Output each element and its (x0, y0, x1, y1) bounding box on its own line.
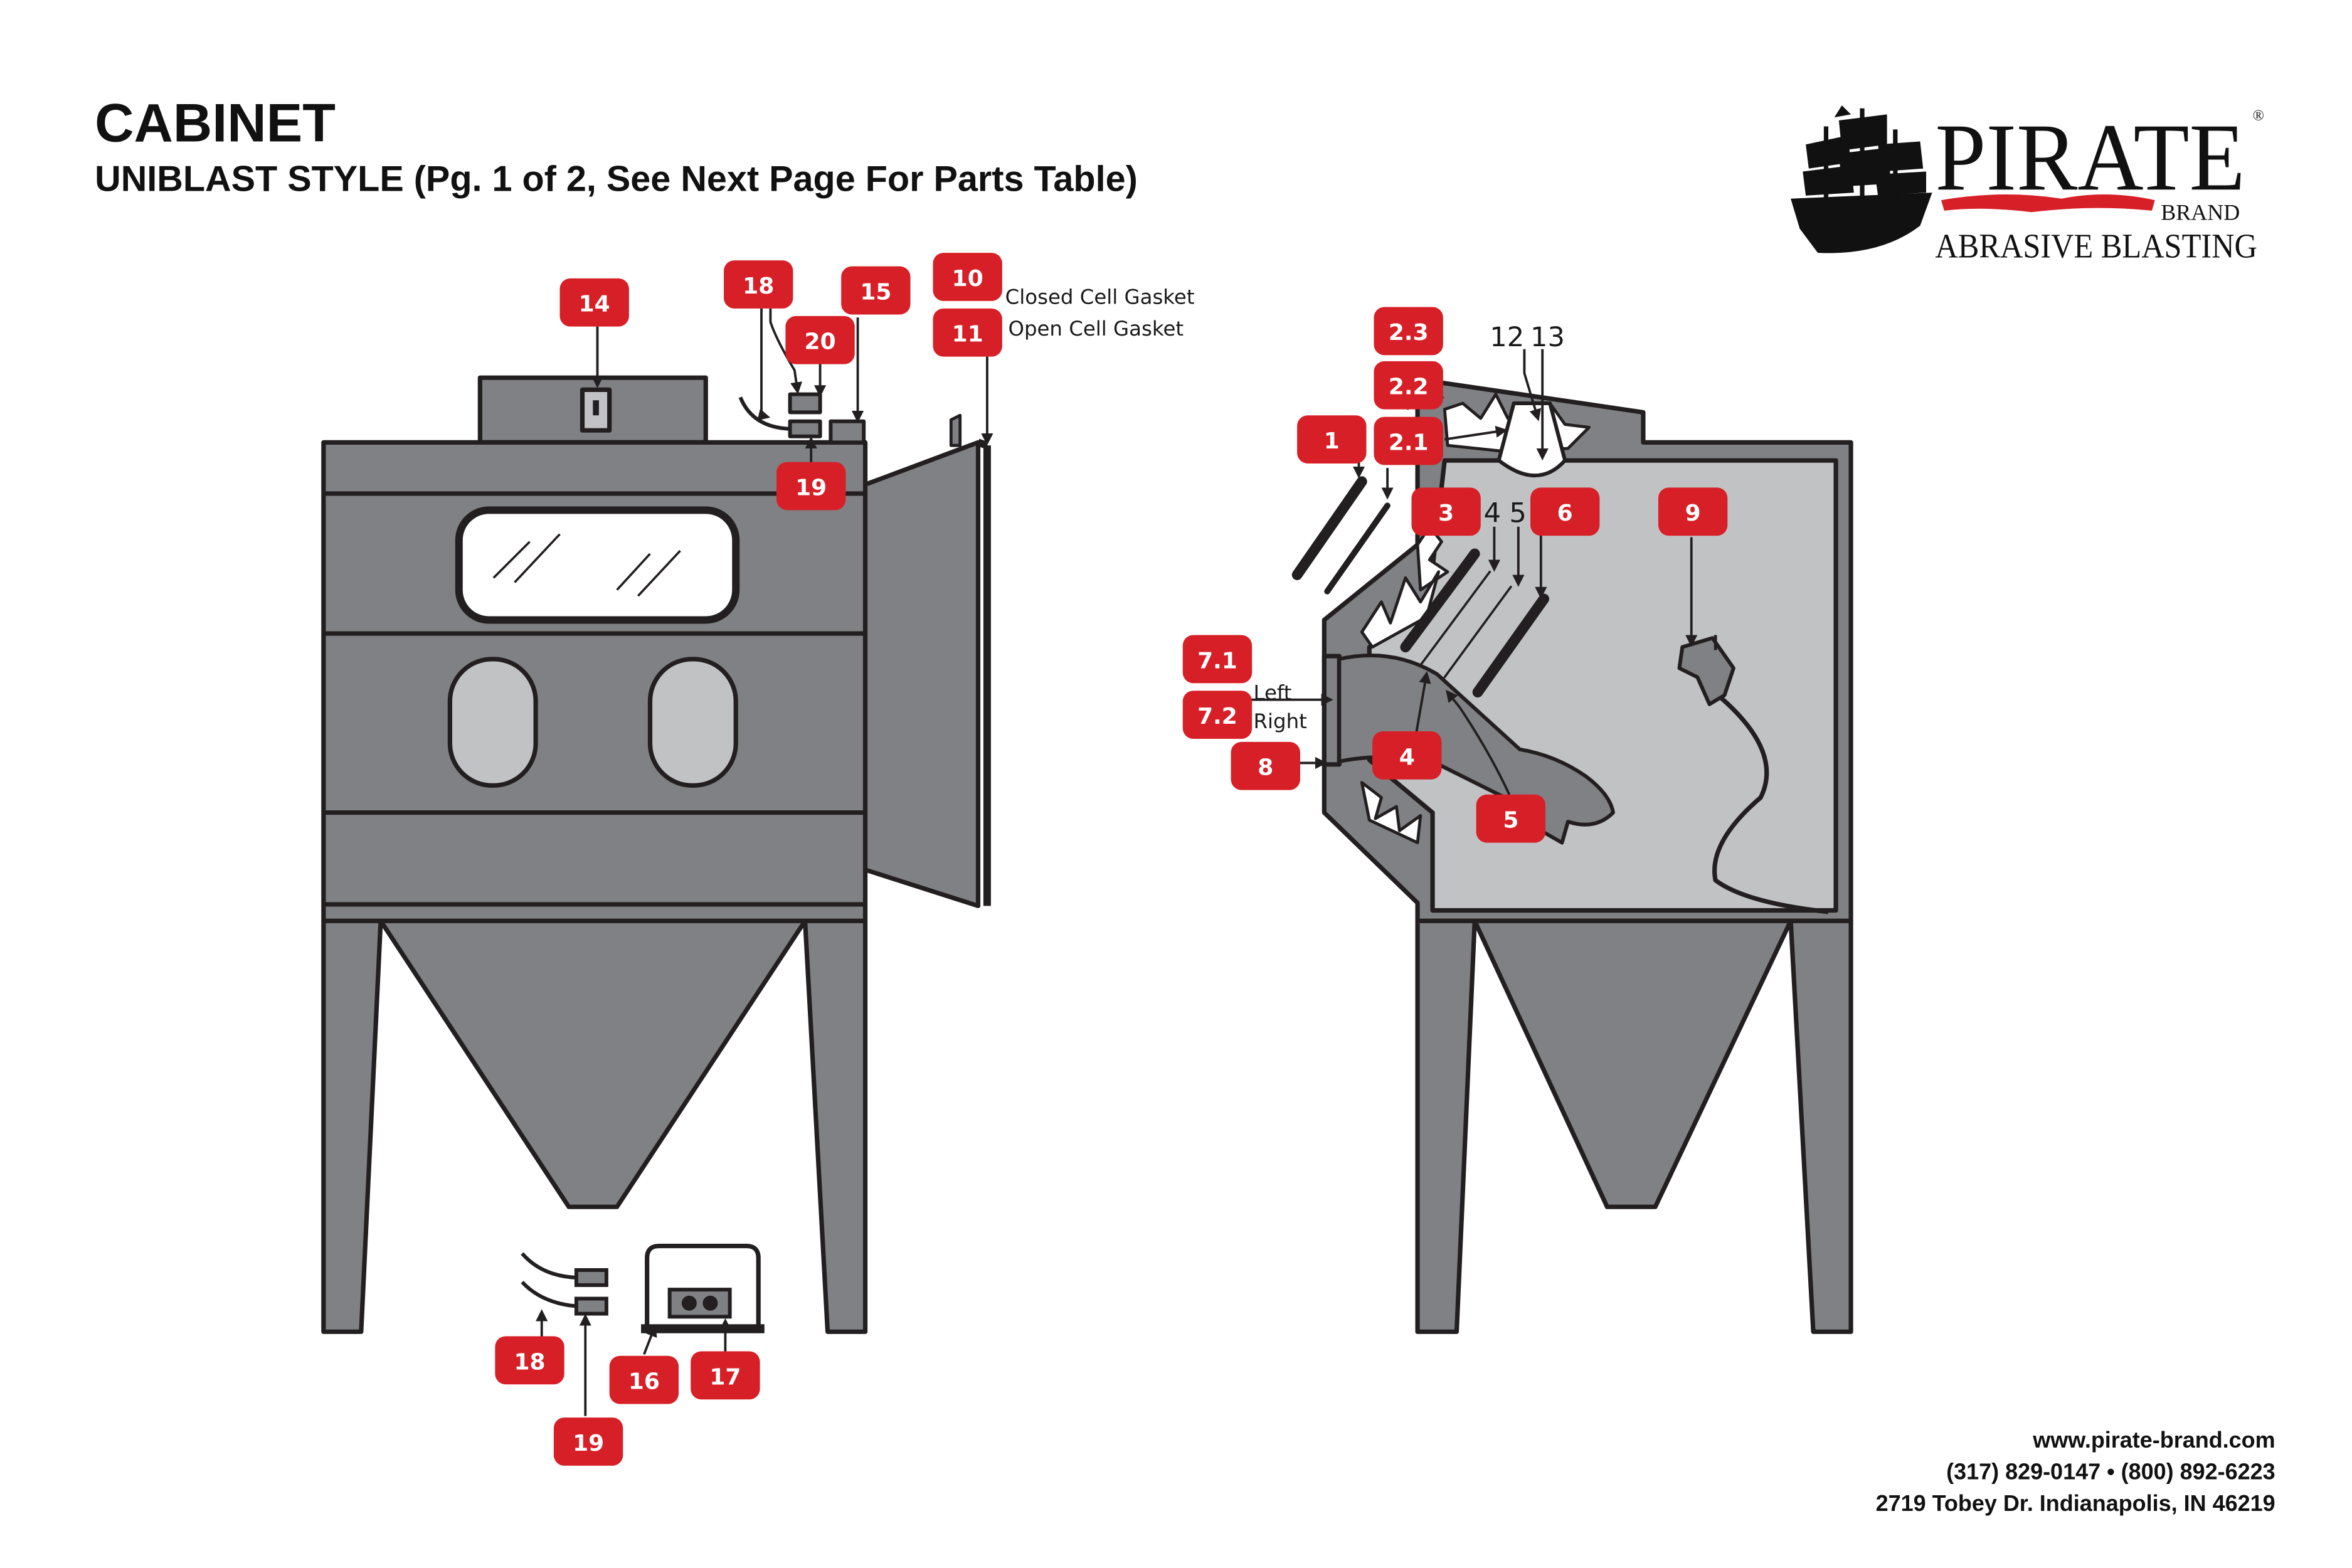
svg-text:15: 15 (860, 279, 891, 305)
view-window (455, 506, 740, 624)
badge-19-bottom: 19 (553, 1417, 623, 1466)
leg-right (802, 918, 868, 1334)
svg-text:9: 9 (1685, 501, 1701, 526)
svg-text:2.3: 2.3 (1389, 320, 1429, 346)
blast-gun-hose (1712, 696, 1829, 914)
svg-text:19: 19 (795, 475, 827, 501)
note-4: 4 (1484, 498, 1501, 529)
note-right: Right (1254, 709, 1307, 733)
badge-7-1: 7.1 (1182, 635, 1253, 684)
note-open-cell-gasket: Open Cell Gasket (1008, 317, 1184, 341)
svg-text:2.2: 2.2 (1389, 374, 1429, 400)
badge-10: 10 (933, 253, 1002, 301)
svg-text:5: 5 (1503, 808, 1518, 834)
badge-19-top: 19 (776, 462, 846, 511)
part-badges: 14 18 20 15 10 11 19 18 16 17 19 2.3 2.2… (495, 253, 1728, 1466)
torn-edge-window (1360, 570, 1441, 649)
side-door (862, 440, 981, 908)
note-5: 5 (1509, 498, 1526, 529)
note-12: 12 (1490, 322, 1524, 353)
badge-2-1: 2.1 (1374, 416, 1443, 465)
note-13: 13 (1530, 322, 1565, 353)
logo-tagline-text: ABRASIVE BLASTING (1935, 226, 2257, 265)
hopper (378, 918, 808, 1209)
svg-text:20: 20 (805, 329, 836, 355)
plug-18 (574, 1268, 608, 1287)
cabinet-front-view (321, 375, 991, 1334)
hopper-cutaway (1472, 918, 1793, 1209)
leader-lines (536, 308, 1698, 1416)
leg-cutaway-left (1415, 918, 1477, 1334)
connector-19 (788, 419, 822, 438)
badge-3: 3 (1411, 487, 1481, 536)
foot-pedal-assembly (521, 1243, 765, 1333)
svg-text:17: 17 (709, 1364, 741, 1390)
svg-text:16: 16 (628, 1369, 660, 1394)
connector-20 (788, 392, 822, 415)
contact-address: 2719 Tobey Dr. Indianapolis, IN 46219 (1876, 1490, 2275, 1516)
contact-block: www.pirate-brand.com (317) 829-0147 • (8… (1876, 1427, 2275, 1516)
logo-brand-text: PIRATE (1935, 104, 2245, 211)
badge-11: 11 (933, 308, 1002, 357)
badge-1: 1 (1297, 415, 1367, 464)
glove-port-left (447, 657, 538, 788)
door-latch (829, 419, 866, 445)
svg-text:8: 8 (1258, 755, 1273, 781)
svg-text:19: 19 (573, 1431, 604, 1456)
svg-text:18: 18 (514, 1349, 545, 1375)
glove-port-right (647, 657, 738, 788)
window-strips (1291, 476, 1550, 698)
badge-8: 8 (1231, 741, 1300, 790)
logo-sub-brand-text: BRAND (2161, 199, 2240, 225)
torn-edge-bottom (1360, 781, 1422, 844)
svg-text:6: 6 (1557, 501, 1573, 526)
badge-17: 17 (691, 1351, 760, 1400)
badge-18-bottom: 18 (495, 1336, 564, 1385)
leg-cutaway-right (1788, 918, 1853, 1334)
badge-6: 6 (1530, 487, 1600, 536)
badge-2-3: 2.3 (1374, 307, 1443, 356)
badge-7-2: 7.2 (1182, 691, 1253, 739)
badge-18-top: 18 (724, 260, 793, 309)
svg-text:3: 3 (1438, 501, 1454, 526)
badge-15: 15 (841, 266, 911, 315)
pirate-ship-icon (1791, 105, 1932, 253)
logo-registered-mark: ® (2253, 108, 2264, 124)
red-splash-decoration (1941, 194, 2155, 213)
page-title: CABINET (95, 93, 336, 154)
torn-edge-top (1416, 525, 1449, 591)
leg-left (321, 918, 383, 1334)
note-left: Left (1254, 681, 1292, 705)
badge-14: 14 (559, 278, 629, 327)
notes: Closed Cell Gasket Open Cell Gasket Left… (1005, 285, 1565, 734)
svg-text:2.1: 2.1 (1389, 430, 1429, 455)
badge-5: 5 (1476, 794, 1546, 843)
badge-4: 4 (1372, 731, 1442, 780)
power-cord-18 (738, 396, 790, 431)
badge-9: 9 (1658, 487, 1728, 536)
pirate-brand-logo: PIRATE ® BRAND ABRASIVE BLASTING (1791, 104, 2264, 265)
badge-16: 16 (609, 1355, 679, 1404)
contact-website: www.pirate-brand.com (2032, 1427, 2275, 1453)
note-closed-cell-gasket: Closed Cell Gasket (1005, 285, 1195, 309)
gasket-ring (1322, 654, 1342, 767)
svg-text:14: 14 (579, 292, 610, 317)
page-subtitle: UNIBLAST STYLE (Pg. 1 of 2, See Next Pag… (95, 159, 1138, 199)
svg-text:7.1: 7.1 (1197, 648, 1237, 674)
contact-phones: (317) 829-0147 • (800) 892-6223 (1946, 1458, 2275, 1484)
svg-text:1: 1 (1324, 428, 1340, 454)
badge-20: 20 (785, 315, 855, 364)
svg-text:7.2: 7.2 (1197, 704, 1237, 729)
svg-text:11: 11 (952, 322, 983, 347)
svg-text:10: 10 (952, 266, 983, 292)
svg-text:18: 18 (743, 273, 774, 299)
light-bulb (1496, 401, 1567, 478)
badge-2-2: 2.2 (1374, 361, 1443, 410)
plug-19 (574, 1296, 608, 1316)
svg-text:4: 4 (1399, 744, 1415, 770)
